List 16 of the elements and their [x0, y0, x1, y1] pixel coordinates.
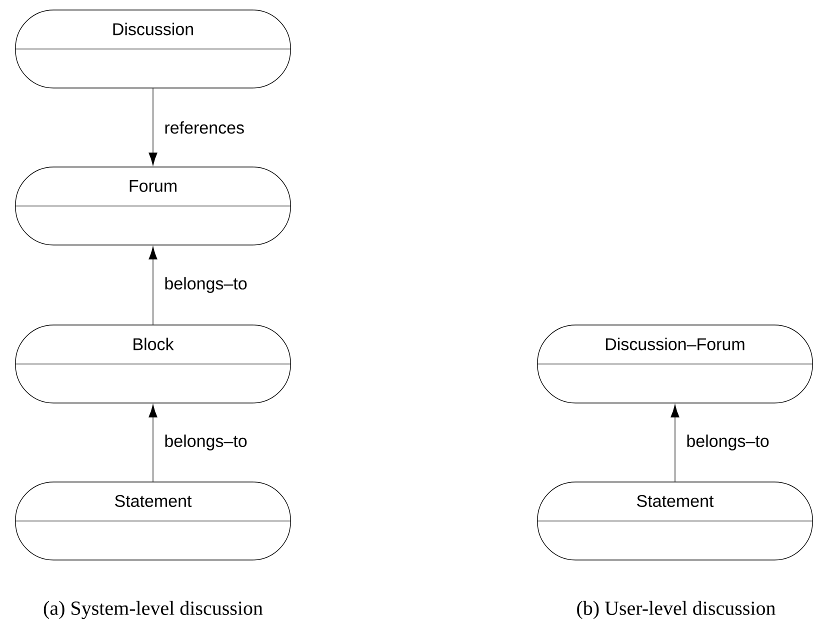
- arrow: [148, 88, 158, 166]
- arrow: [148, 404, 158, 482]
- arrow: [148, 246, 158, 325]
- class-box: Forum: [14, 166, 292, 246]
- edge-label: belongs–to: [685, 434, 770, 452]
- edge-label: belongs–to: [163, 276, 248, 294]
- class-box: Discussion: [14, 10, 292, 88]
- class-box: Statement: [14, 482, 292, 560]
- class-box: Statement: [536, 482, 814, 560]
- caption: (b) User-level discussion: [577, 600, 776, 620]
- edge-label: belongs–to: [163, 434, 248, 452]
- caption: (a) System-level discussion: [44, 600, 263, 620]
- class-box: Block: [14, 324, 292, 404]
- class-box: Discussion–Forum: [536, 324, 814, 404]
- arrow: [670, 404, 680, 482]
- edge-label: references: [163, 120, 246, 135]
